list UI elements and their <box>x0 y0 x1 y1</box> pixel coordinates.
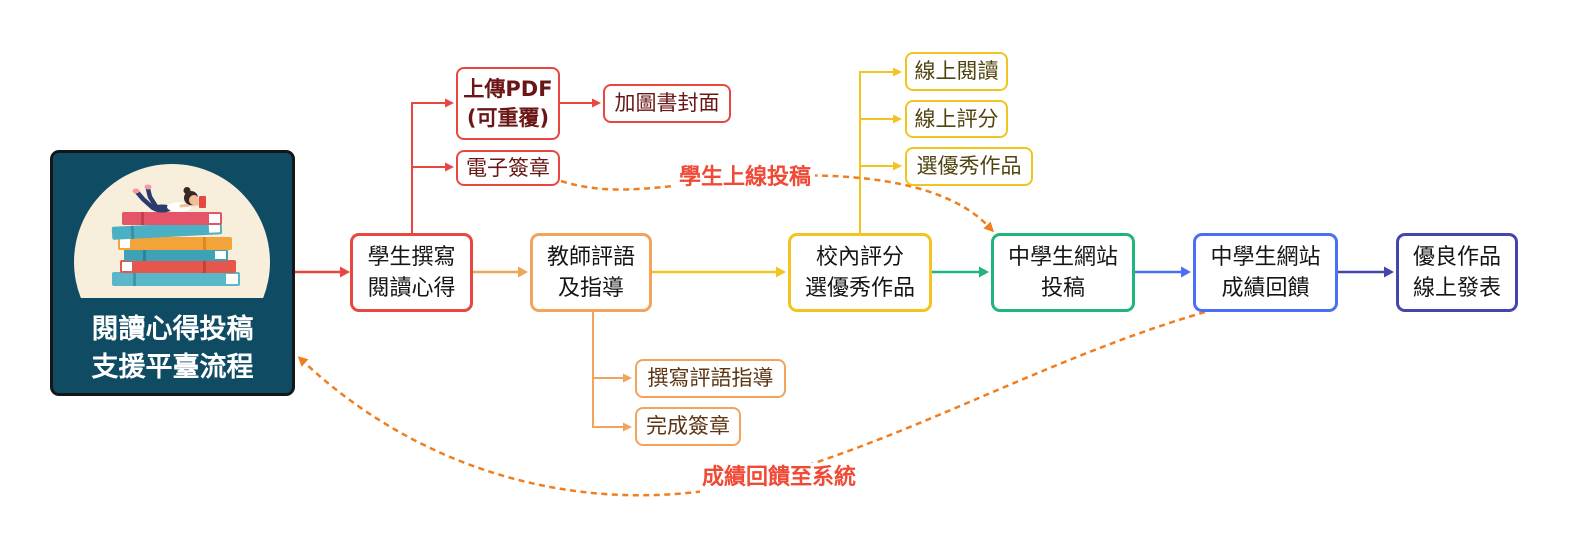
arrow-school-to-site-submission <box>932 266 989 278</box>
task-select-best-works-label: 選優秀作品 <box>916 154 1022 178</box>
task-e-signature: 電子簽章 <box>456 150 560 186</box>
platform-title-line2: 支援平臺流程 <box>91 352 254 383</box>
arrow-feedback-to-publication <box>1338 266 1394 278</box>
reading-girl <box>132 184 206 213</box>
girl-reading-on-book-stack-icon <box>74 164 270 298</box>
arrow-platform-to-student-write <box>295 266 350 278</box>
step-site-feedback-line2: 成績回饋 <box>1221 275 1310 301</box>
platform-box: 閱讀心得投稿 支援平臺流程 <box>50 150 295 396</box>
step-site-submission: 中學生網站 投稿 <box>991 233 1135 312</box>
task-select-best-works: 選優秀作品 <box>905 147 1033 186</box>
arrow-student-to-teacher <box>473 266 528 278</box>
task-upload-pdf: 上傳PDF (可重覆) <box>456 67 560 140</box>
step-site-feedback: 中學生網站 成績回饋 <box>1193 233 1338 312</box>
step-teacher-guidance-line1: 教師評語 <box>546 244 635 270</box>
step-student-write-line1: 學生撰寫 <box>367 244 456 270</box>
platform-title-line1: 閱讀心得投稿 <box>91 314 254 345</box>
task-add-book-cover: 加圖書封面 <box>603 84 731 123</box>
teacher-task-branch <box>592 312 632 432</box>
step-online-publication: 優良作品 線上發表 <box>1396 233 1518 312</box>
arrow-upload-to-add-cover <box>560 98 601 108</box>
task-write-comments-label: 撰寫評語指導 <box>647 366 774 390</box>
step-online-publication-line2: 線上發表 <box>1412 275 1501 301</box>
step-school-selection-line2: 選優秀作品 <box>804 275 915 301</box>
task-online-reading: 線上閱讀 <box>905 52 1008 91</box>
step-school-selection: 校內評分 選優秀作品 <box>788 233 932 312</box>
flow-label-student-online-submission: 學生上線投稿 <box>675 163 815 193</box>
step-teacher-guidance: 教師評語 及指導 <box>530 233 652 312</box>
task-online-reading-label: 線上閱讀 <box>914 59 999 83</box>
task-add-book-cover-label: 加圖書封面 <box>614 91 720 115</box>
task-online-scoring: 線上評分 <box>905 100 1008 138</box>
step-school-selection-line1: 校內評分 <box>815 244 904 270</box>
task-e-signature-label: 電子簽章 <box>466 155 550 180</box>
step-site-submission-line2: 投稿 <box>1040 275 1085 301</box>
task-complete-signature: 完成簽章 <box>635 407 741 446</box>
platform-title: 閱讀心得投稿 支援平臺流程 <box>53 311 292 387</box>
arrow-teacher-to-school <box>652 266 786 278</box>
task-upload-pdf-line1: 上傳PDF <box>463 76 553 101</box>
task-upload-pdf-line2: (可重覆) <box>466 105 550 130</box>
flow-label-feedback-to-system: 成績回饋至系統 <box>700 463 858 493</box>
task-online-scoring-label: 線上評分 <box>914 106 999 131</box>
book-stack <box>111 212 240 286</box>
step-teacher-guidance-line2: 及指導 <box>557 275 624 301</box>
step-student-write: 學生撰寫 閱讀心得 <box>350 233 473 312</box>
step-site-submission-line1: 中學生網站 <box>1007 244 1118 270</box>
school-task-branch <box>859 67 902 233</box>
step-site-feedback-line1: 中學生網站 <box>1210 244 1321 270</box>
step-student-write-line2: 閱讀心得 <box>367 275 456 301</box>
student-task-branch <box>411 98 454 233</box>
step-online-publication-line1: 優良作品 <box>1412 244 1501 270</box>
task-write-comments: 撰寫評語指導 <box>635 359 786 398</box>
task-complete-signature-label: 完成簽章 <box>646 414 730 438</box>
arrow-submission-to-feedback <box>1135 266 1191 278</box>
